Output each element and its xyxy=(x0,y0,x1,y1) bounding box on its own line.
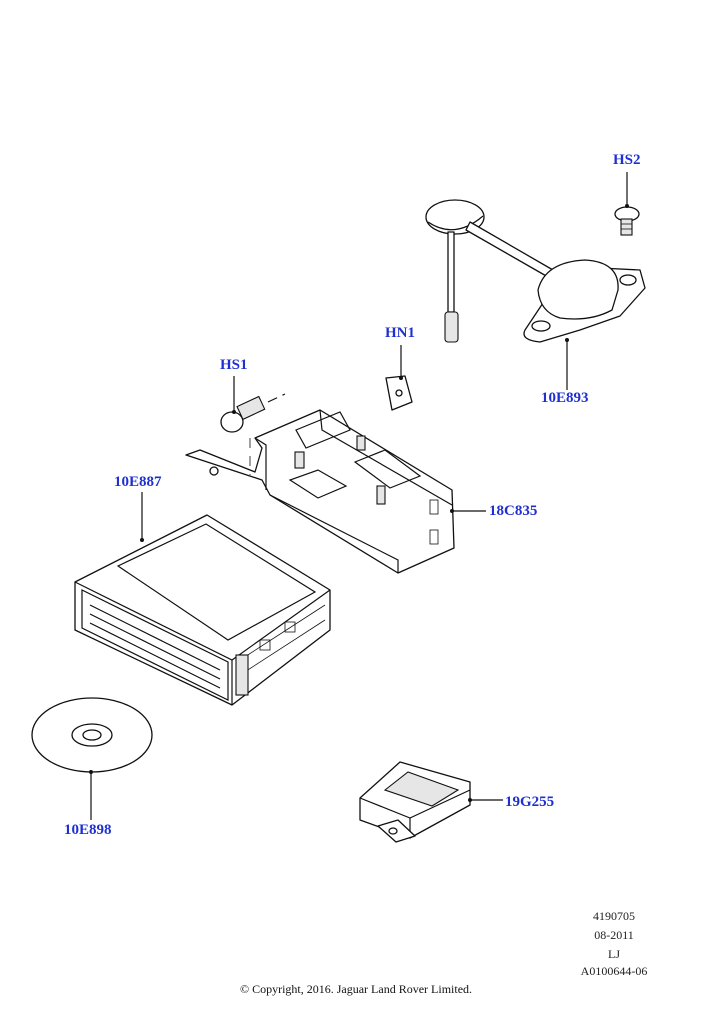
copyright-notice: © Copyright, 2016. Jaguar Land Rover Lim… xyxy=(239,982,473,996)
bracket xyxy=(185,409,455,574)
callout-19g255: 19G255 xyxy=(505,794,555,810)
screw-hs1 xyxy=(220,393,286,433)
callout-hs1: HS1 xyxy=(220,357,248,373)
reference-number: 4190705 xyxy=(593,909,635,923)
player-unit xyxy=(74,514,331,706)
disc xyxy=(31,697,153,773)
callout-10e887: 10E887 xyxy=(114,474,162,490)
leader-lines xyxy=(89,172,629,820)
callout-hs2: HS2 xyxy=(613,152,641,168)
callout-10e893: 10E893 xyxy=(541,390,589,406)
reference-code: LJ xyxy=(608,947,620,961)
reference-date: 08-2011 xyxy=(594,928,634,942)
module xyxy=(359,761,471,843)
antenna-assembly xyxy=(425,199,646,343)
callout-18c835: 18C835 xyxy=(489,503,538,519)
clip-nut-hn1 xyxy=(385,375,413,411)
illustration-id: A0100644-06 xyxy=(580,964,648,978)
callout-10e898: 10E898 xyxy=(64,822,112,838)
callout-hn1: HN1 xyxy=(385,325,415,341)
screw-hs2 xyxy=(614,206,640,236)
